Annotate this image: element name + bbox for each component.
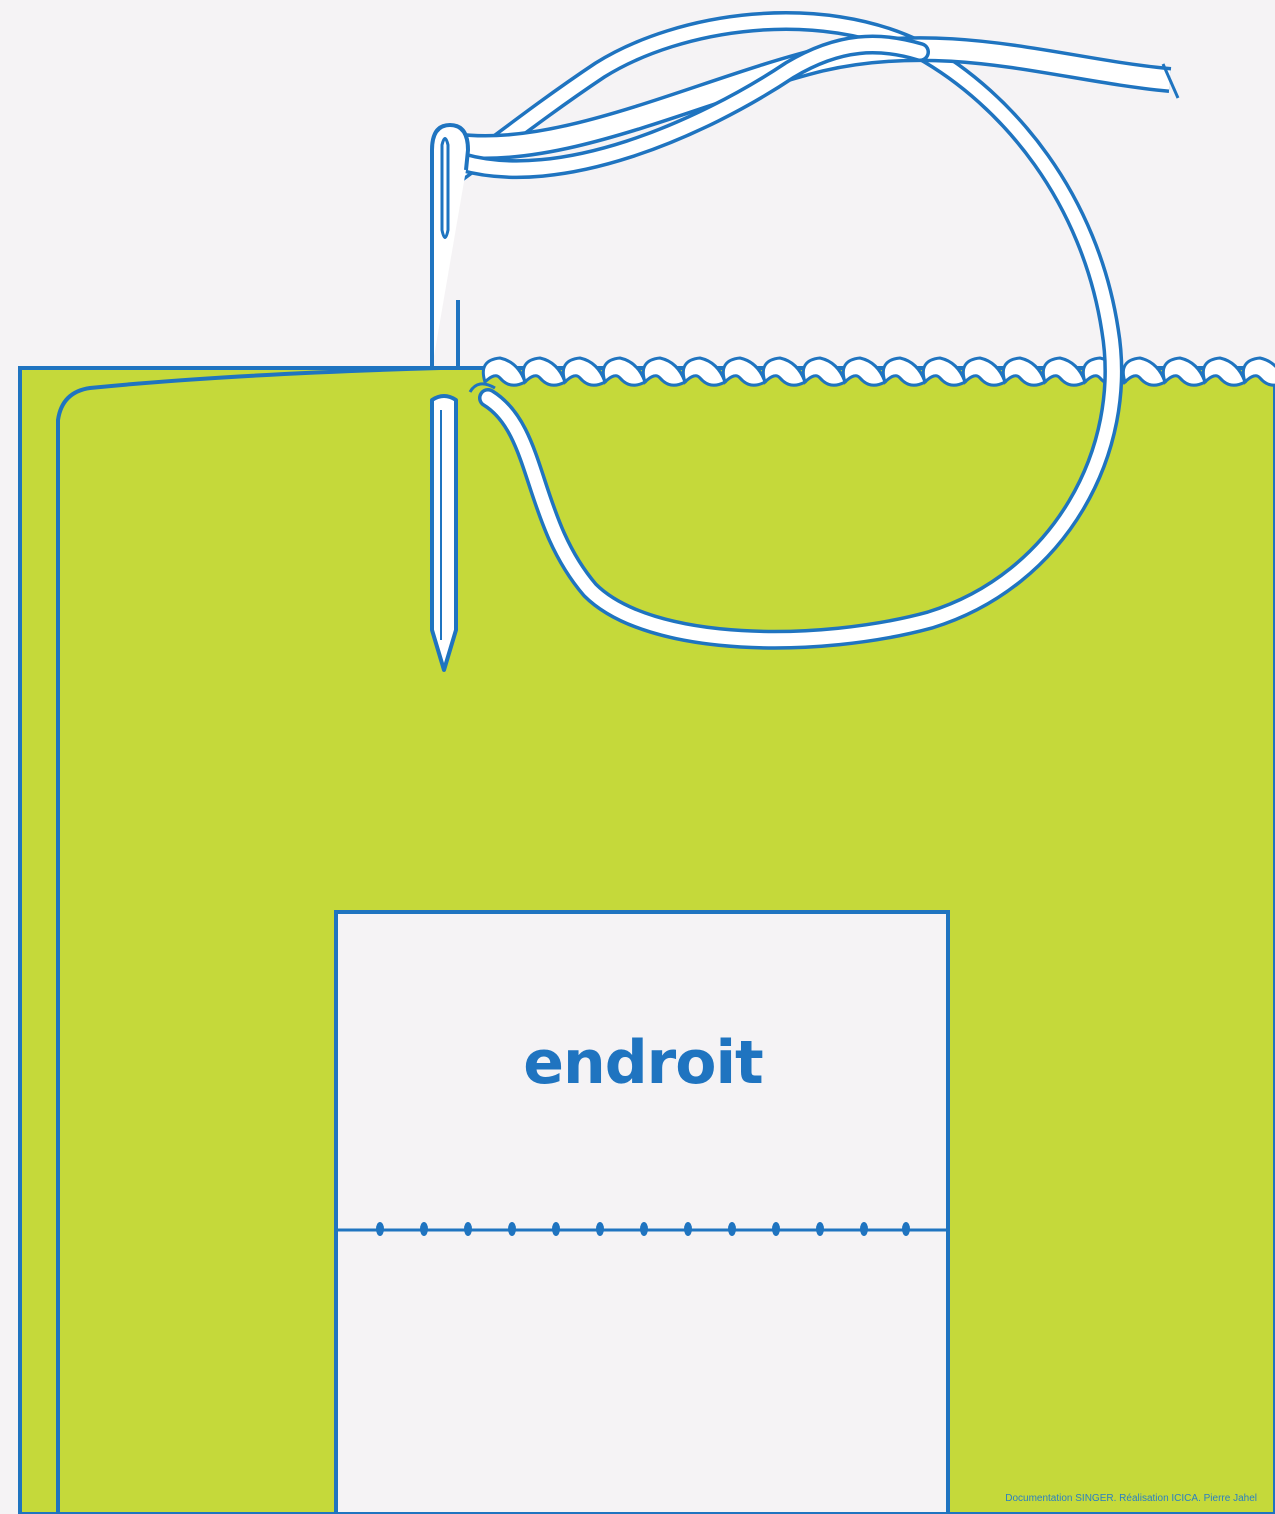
endroit-label: endroit	[338, 1028, 948, 1098]
overcast-stitches	[483, 358, 1275, 385]
panel	[336, 912, 948, 1514]
credit-text: Documentation SINGER. Réalisation ICICA.…	[1005, 1493, 1257, 1504]
